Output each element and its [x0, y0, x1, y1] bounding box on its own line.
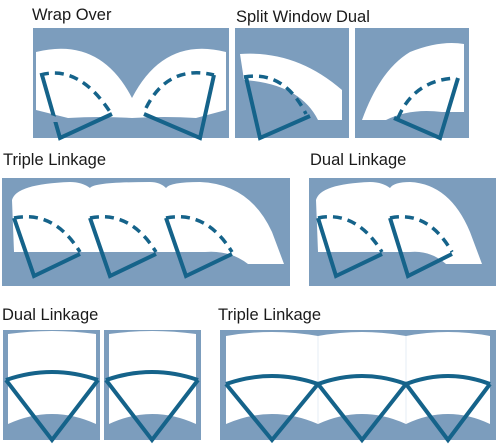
dual-linkage-flat-wiper-diagram	[3, 330, 201, 444]
diagram-label-triple-linkage-bottom: Triple Linkage	[218, 306, 322, 324]
split-window-dual-wiper-diagram	[235, 28, 469, 141]
diagram-label-dual-linkage-bottom: Dual Linkage	[2, 306, 99, 324]
dual-linkage-wiper-diagram	[309, 178, 496, 286]
diagram-label-wrap-over: Wrap Over	[32, 6, 112, 24]
diagram-label-dual-linkage-right: Dual Linkage	[310, 151, 407, 169]
diagram-label-triple-linkage-top: Triple Linkage	[3, 151, 107, 169]
diagram-label-split-window-dual: Split Window Dual	[236, 8, 370, 26]
triple-linkage-wiper-diagram	[2, 178, 290, 286]
triple-linkage-flat-wiper-diagram	[220, 330, 496, 444]
wrap-over-wiper-diagram	[33, 28, 229, 141]
